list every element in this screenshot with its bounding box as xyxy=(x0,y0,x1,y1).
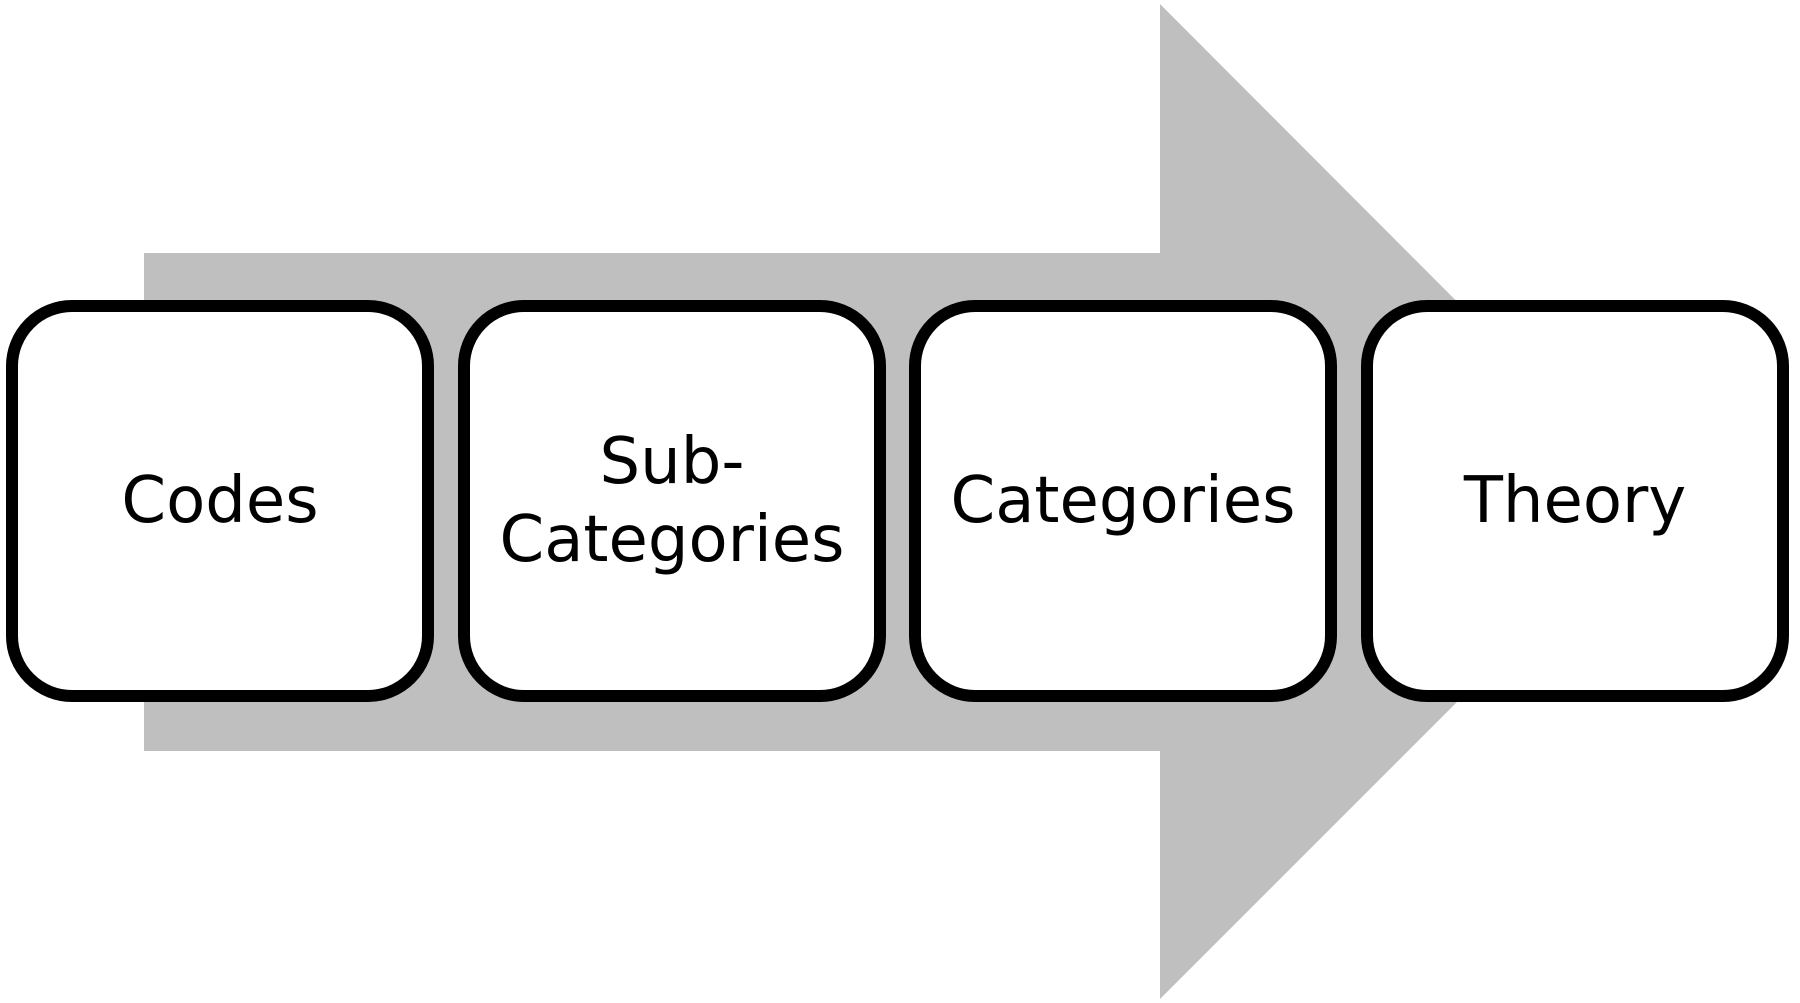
step-box-theory: Theory xyxy=(1361,300,1789,702)
arrow-shape xyxy=(144,4,1657,999)
step-label-sub-categories: Sub- Categories xyxy=(499,425,845,577)
step-label-categories: Categories xyxy=(950,464,1296,538)
step-box-sub-categories: Sub- Categories xyxy=(458,300,886,702)
step-box-codes: Codes xyxy=(6,300,434,702)
step-box-categories: Categories xyxy=(909,300,1337,702)
step-label-theory: Theory xyxy=(1463,464,1687,538)
step-label-codes: Codes xyxy=(121,464,319,538)
